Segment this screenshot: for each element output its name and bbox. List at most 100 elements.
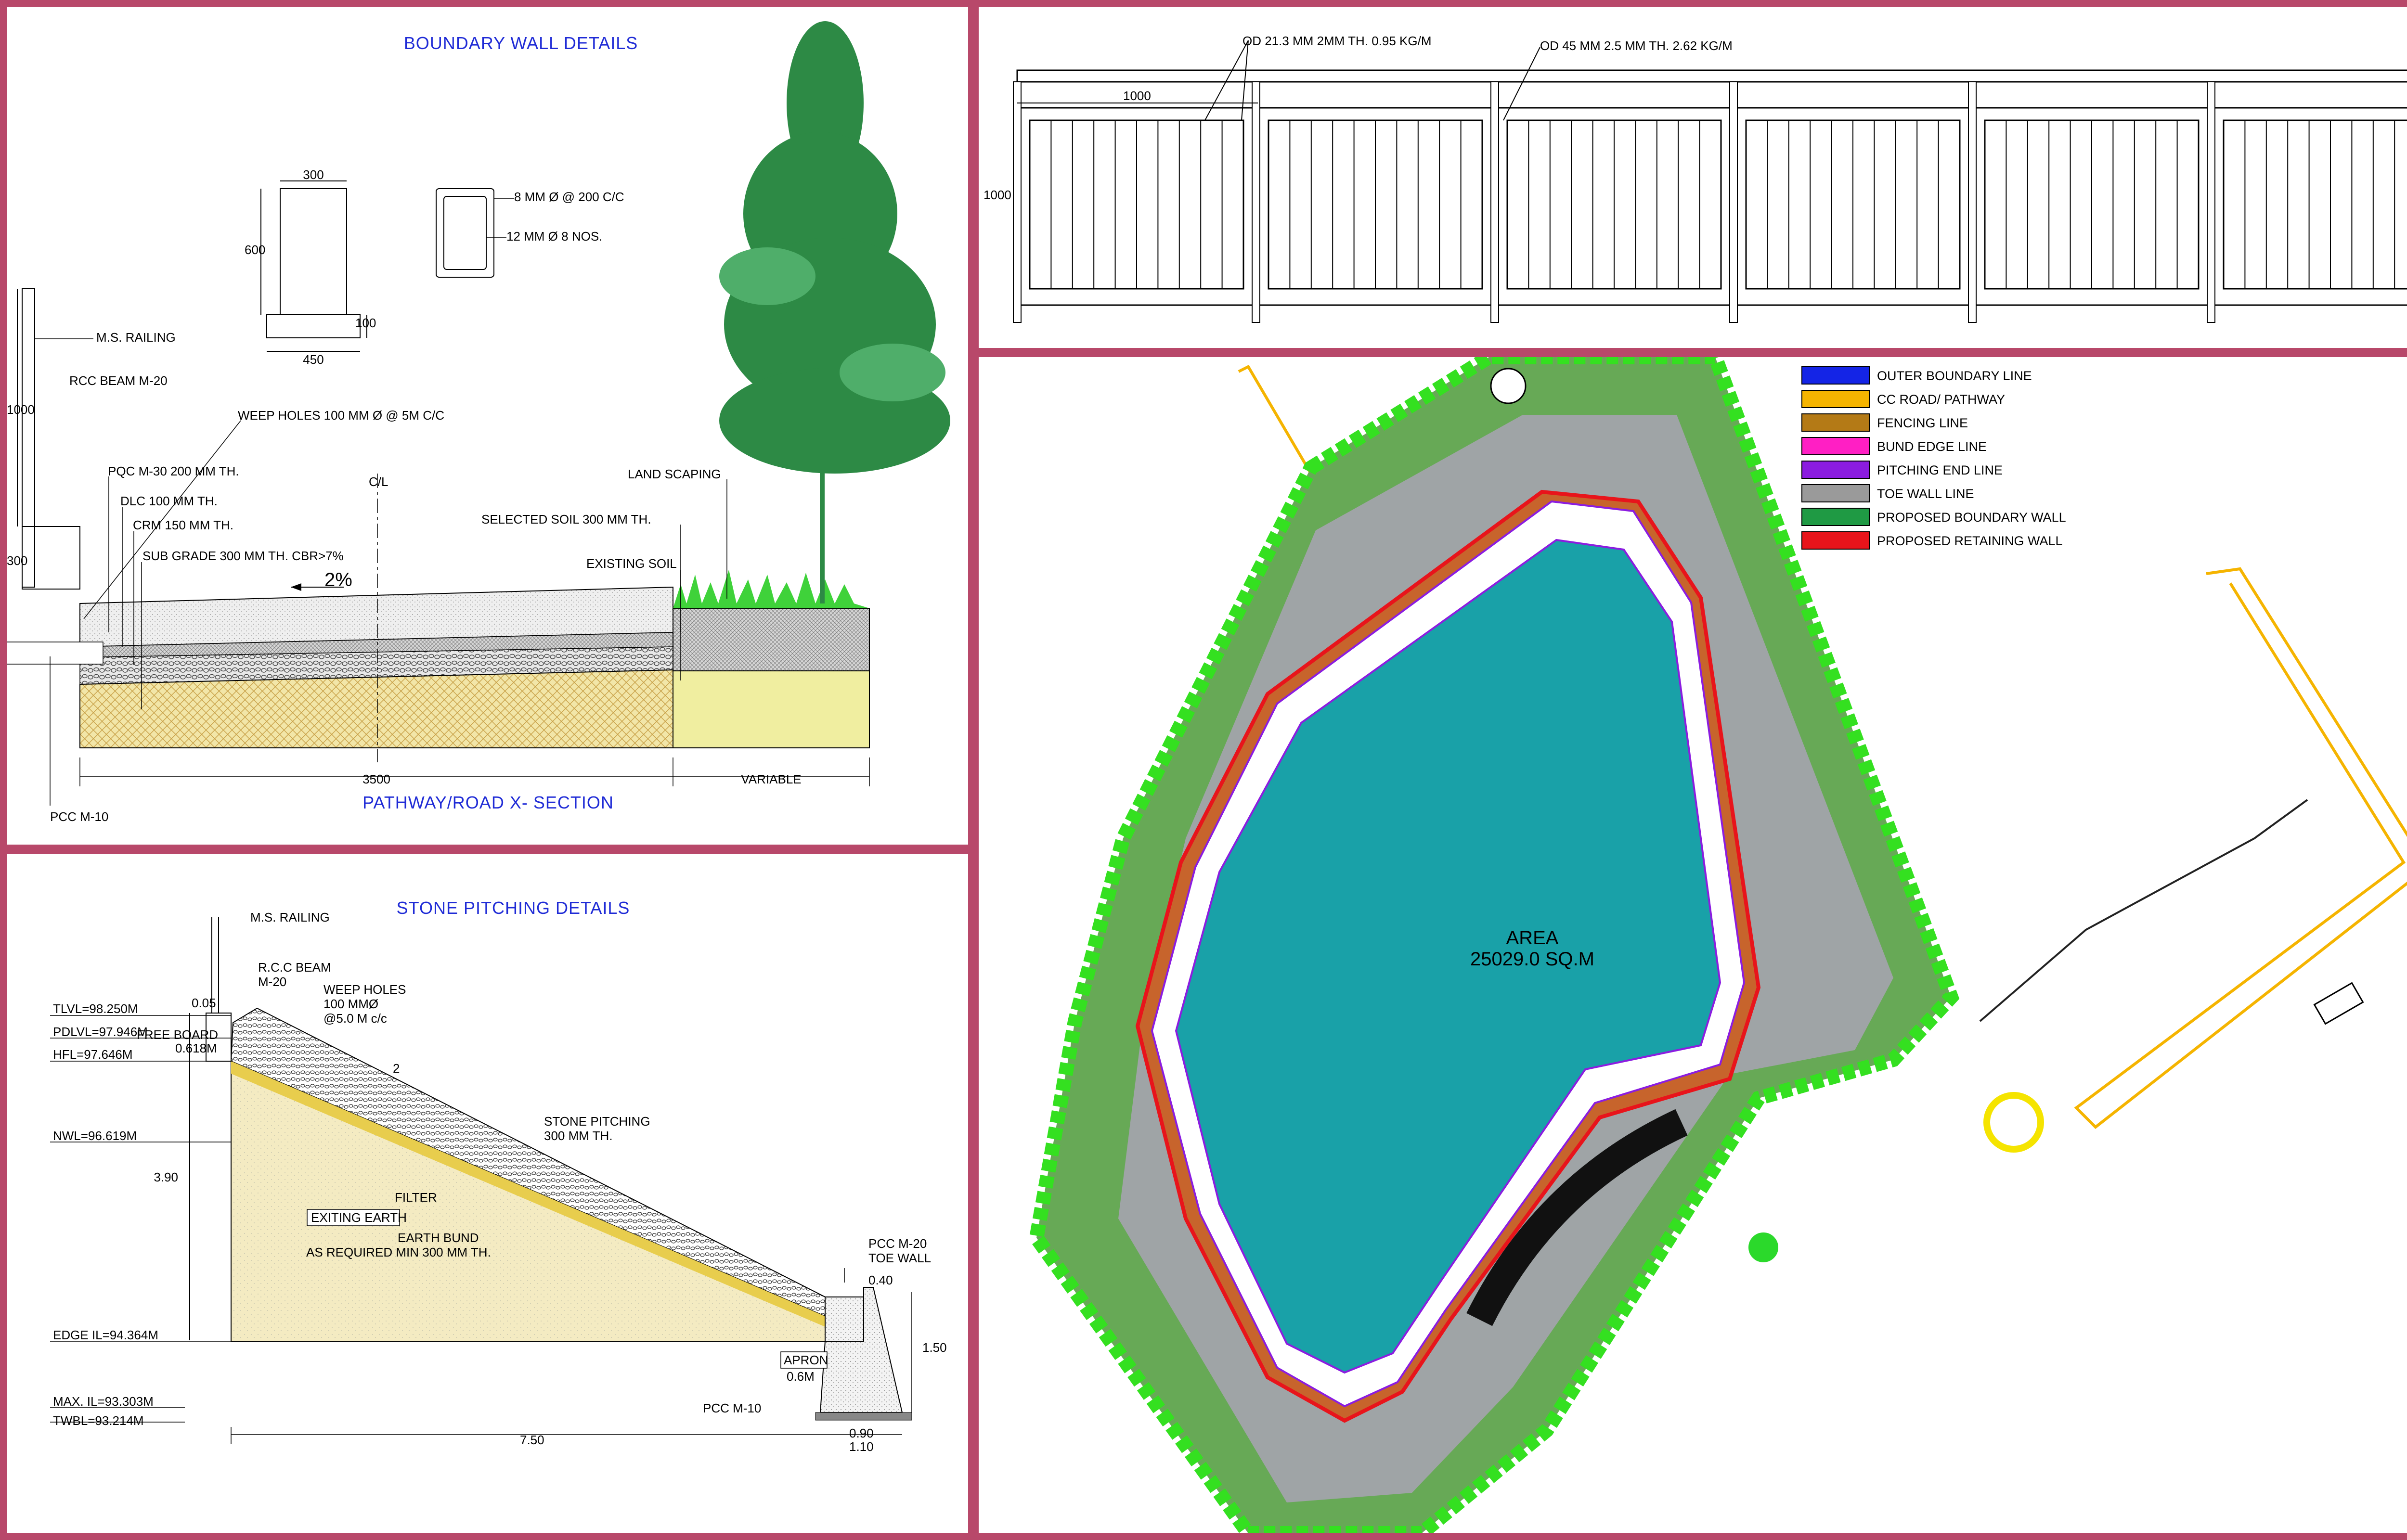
railing-panel bbox=[2223, 119, 2407, 290]
legend-swatch bbox=[1801, 461, 1870, 479]
kiosk bbox=[1490, 368, 1527, 404]
apron-label: APRON bbox=[784, 1353, 828, 1367]
sp-beam-label-1: R.C.C BEAM bbox=[258, 960, 331, 975]
tree-illustration bbox=[719, 21, 950, 603]
beam-base-dim: 450 bbox=[303, 352, 324, 367]
railing-spacing-dim: 1000 bbox=[1123, 89, 1151, 103]
cc-road bbox=[2074, 567, 2407, 1129]
beam-height-dim: 600 bbox=[245, 243, 265, 257]
pedestrian-bridge bbox=[1466, 1109, 1688, 1326]
railing-post bbox=[1013, 81, 1022, 323]
legend-label: OUTER BOUNDARY LINE bbox=[1877, 369, 2032, 383]
railing-post bbox=[1490, 81, 1499, 323]
rebar-section bbox=[436, 188, 494, 278]
toe-label-1: PCC M-20 bbox=[868, 1236, 927, 1251]
plaza bbox=[1983, 1092, 2044, 1153]
apron-value: 0.6M bbox=[787, 1369, 815, 1384]
subgrade-label: SUB GRADE 300 MM TH. CBR>7% bbox=[142, 549, 344, 563]
verge-dim: VARIABLE bbox=[741, 772, 801, 786]
bund-label-1: EARTH BUND bbox=[398, 1231, 479, 1245]
bund-label-2: AS REQUIRED MIN 300 MM TH. bbox=[306, 1245, 491, 1259]
rebar-stirrup-label: 8 MM Ø @ 200 C/C bbox=[514, 190, 624, 204]
sp-dimension-lines bbox=[231, 1268, 912, 1444]
area-title: AREA bbox=[1506, 927, 1559, 949]
pcc-label: PCC M-10 bbox=[50, 809, 108, 824]
apron bbox=[825, 1296, 864, 1342]
legend-label: PITCHING END LINE bbox=[1877, 463, 2003, 477]
sp-pcc-label: PCC M-10 bbox=[703, 1401, 761, 1415]
sp-railing-label: M.S. RAILING bbox=[250, 910, 330, 924]
crm-label: CRM 150 MM TH. bbox=[133, 518, 233, 532]
level-edge-il: EDGE IL=94.364M bbox=[53, 1328, 158, 1342]
beam-offset-dim: 100 bbox=[355, 316, 376, 330]
railing-drawing: OD 21.3 MM 2MM TH. 0.95 KG/M OD 45 MM 2.… bbox=[984, 34, 2407, 323]
legend-label: BUND EDGE LINE bbox=[1877, 439, 1987, 454]
slope-ratio: 2 bbox=[393, 1061, 400, 1076]
outlet-pipe bbox=[1979, 799, 2308, 1022]
area-value: 25029.0 SQ.M bbox=[1470, 949, 1594, 970]
freeboard-value: 0.618M bbox=[175, 1041, 217, 1055]
legend-label: FENCING LINE bbox=[1877, 416, 1968, 430]
toe-width-2: 1.10 bbox=[849, 1439, 874, 1454]
beam-depth-dim: 300 bbox=[7, 553, 27, 568]
boundary-wall-title: BOUNDARY WALL DETAILS bbox=[404, 33, 638, 53]
toe-width-1: 0.90 bbox=[849, 1426, 874, 1440]
legend-swatch bbox=[1801, 531, 1870, 550]
filter-label: FILTER bbox=[395, 1190, 437, 1205]
beam-width-dim: 300 bbox=[303, 167, 324, 182]
legend-swatch bbox=[1801, 366, 1870, 385]
railing-leaders bbox=[1017, 40, 1540, 121]
pipe-large-label: OD 45 MM 2.5 MM TH. 2.62 KG/M bbox=[1540, 38, 1733, 53]
pqc-label: PQC M-30 200 MM TH. bbox=[108, 464, 239, 478]
pond-water bbox=[1175, 539, 1721, 1374]
railing-post bbox=[17, 288, 80, 590]
pcc-base bbox=[815, 1412, 912, 1421]
legend-swatch bbox=[1801, 390, 1870, 408]
level-max-il: MAX. IL=93.303M bbox=[53, 1394, 154, 1409]
toe-top-dim: 0.40 bbox=[868, 1273, 893, 1287]
legend-label: TOE WALL LINE bbox=[1877, 487, 1974, 501]
railing-height-dim: 1000 bbox=[984, 188, 1011, 202]
railing-bays bbox=[1013, 81, 2407, 323]
level-pdlvl: PDLVL=97.946M bbox=[53, 1025, 148, 1039]
level-lines bbox=[50, 1015, 231, 1423]
base-dim: 7.50 bbox=[520, 1433, 544, 1447]
sp-weep-label-1: WEEP HOLES bbox=[324, 982, 406, 997]
sp-weep-label-2: 100 MMØ bbox=[324, 997, 378, 1011]
selected-soil-label: SELECTED SOIL 300 MM TH. bbox=[481, 512, 651, 526]
level-tlvl: TLVL=98.250M bbox=[53, 1001, 138, 1016]
freeboard-label: FREE BOARD bbox=[137, 1027, 218, 1042]
legend-label: PROPOSED BOUNDARY WALL bbox=[1877, 510, 2066, 525]
fountain bbox=[1746, 1230, 1781, 1265]
sp-weep-label-3: @5.0 M c/c bbox=[324, 1011, 387, 1026]
toe-label-2: TOE WALL bbox=[868, 1251, 931, 1265]
boundary-wall-panel: BOUNDARY WALL DETAILS 300 600 450 100 8 … bbox=[7, 7, 968, 845]
road-width-dim: 3500 bbox=[362, 772, 390, 786]
railing-height-dim: 1000 bbox=[7, 402, 35, 417]
stone-label-1: STONE PITCHING bbox=[544, 1114, 650, 1129]
railing-post bbox=[1968, 81, 1977, 323]
railing-elevation-panel: OD 21.3 MM 2MM TH. 0.95 KG/M OD 45 MM 2.… bbox=[979, 7, 2407, 348]
existing-soil-label: EXISTING SOIL bbox=[586, 556, 677, 571]
toilet-block bbox=[2313, 982, 2364, 1025]
railing-label: M.S. RAILING bbox=[96, 330, 176, 345]
slope-label: 2% bbox=[324, 569, 352, 590]
toe-height-dim: 1.50 bbox=[922, 1340, 947, 1355]
weep-holes-label: WEEP HOLES 100 MM Ø @ 5M C/C bbox=[238, 408, 444, 423]
landscaping-label: LAND SCAPING bbox=[628, 467, 721, 481]
callout-leaders bbox=[83, 420, 727, 709]
level-twbl: TWBL=93.214M bbox=[53, 1413, 144, 1428]
pipe-small-label: OD 21.3 MM 2MM TH. 0.95 KG/M bbox=[1242, 34, 1432, 48]
beam-section bbox=[260, 180, 367, 352]
site-plan-drawing: AREA 25029.0 SQ.M OUTER BOUNDARY LINECC … bbox=[1029, 357, 2407, 1533]
road-dimension-line bbox=[50, 656, 870, 806]
legend-swatch bbox=[1801, 484, 1870, 502]
grass bbox=[673, 570, 869, 608]
dlc-label: DLC 100 MM TH. bbox=[120, 494, 218, 508]
legend-swatch bbox=[1801, 508, 1870, 526]
stone-pitching-title: STONE PITCHING DETAILS bbox=[397, 898, 630, 918]
top-dim: 0.05 bbox=[192, 996, 216, 1010]
height-dim: 3.90 bbox=[154, 1170, 178, 1184]
rcc-beam-label: RCC BEAM M-20 bbox=[69, 373, 168, 388]
